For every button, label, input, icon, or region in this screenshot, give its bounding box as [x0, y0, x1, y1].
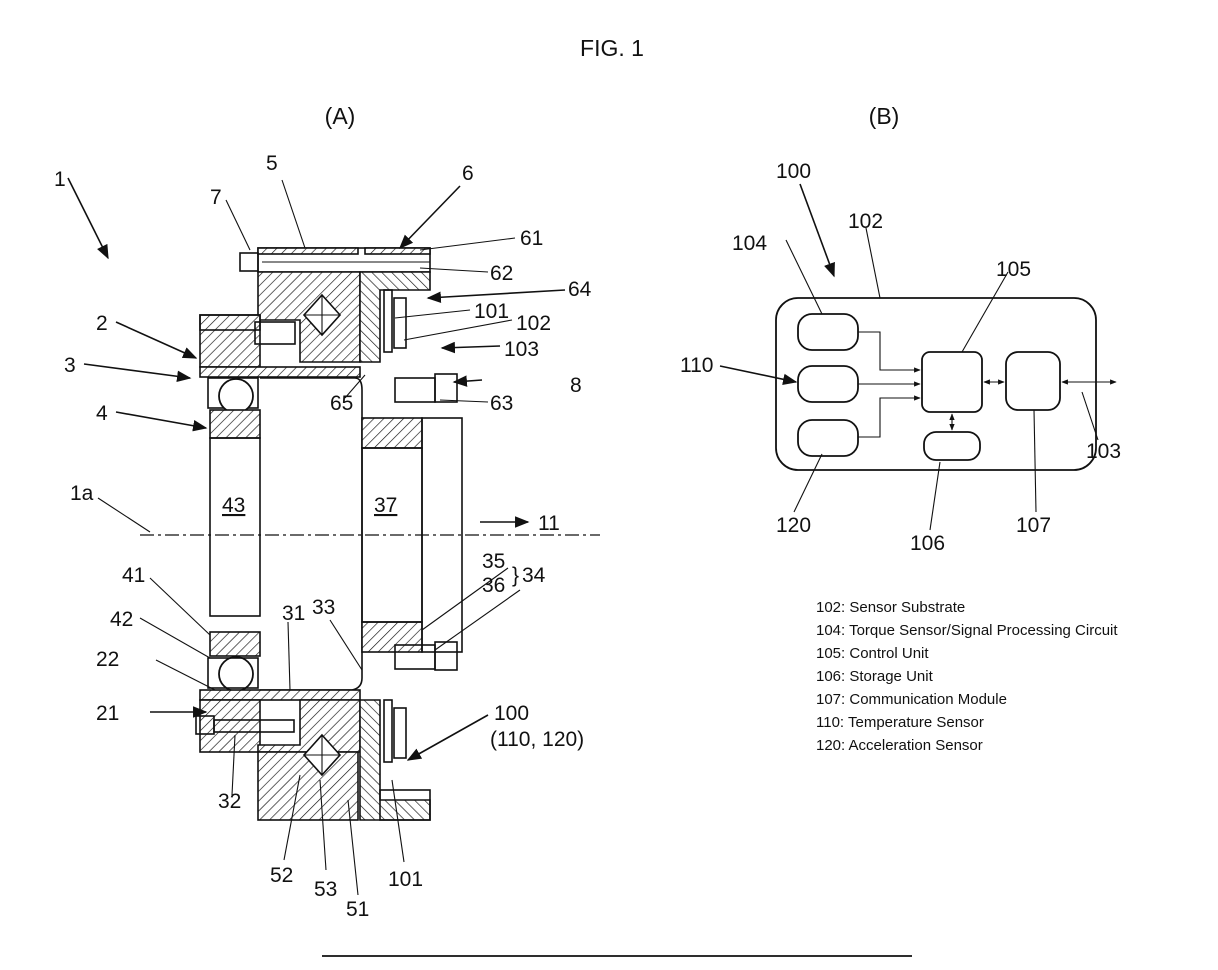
label-32: 32: [218, 790, 241, 813]
label-b-107: 107: [1016, 514, 1051, 537]
panel-a-label: (A): [325, 103, 356, 129]
label-b-102: 102: [848, 210, 883, 233]
legend-item: 105: Control Unit: [816, 645, 929, 662]
label-61: 61: [520, 227, 543, 250]
label-2: 2: [96, 312, 108, 335]
torque-sensor-block: [798, 314, 858, 350]
label-102: 102: [516, 312, 551, 335]
block-diagram: [776, 298, 1116, 470]
label-37: 37: [374, 494, 397, 517]
label-65: 65: [330, 392, 353, 415]
label-4: 4: [96, 402, 108, 425]
label-103: 103: [504, 338, 539, 361]
panel-b-label: (B): [869, 103, 900, 129]
label-1: 1: [54, 168, 66, 191]
label-62: 62: [490, 262, 513, 285]
label-1a: 1a: [70, 482, 94, 505]
storage-unit-block: [924, 432, 980, 460]
legend-item: 120: Acceleration Sensor: [816, 737, 983, 754]
label-101-top: 101: [474, 300, 509, 323]
label-33: 33: [312, 596, 335, 619]
label-b-110: 110: [680, 354, 713, 377]
legend-item: 107: Communication Module: [816, 691, 1007, 708]
label-22: 22: [96, 648, 119, 671]
label-b-106: 106: [910, 532, 945, 555]
label-7: 7: [210, 186, 222, 209]
label-5: 5: [266, 152, 278, 175]
temperature-sensor-block: [798, 366, 858, 402]
label-51: 51: [346, 898, 369, 921]
legend-item: 104: Torque Sensor/Signal Processing Cir…: [816, 622, 1118, 639]
label-52: 52: [270, 864, 293, 887]
label-64: 64: [568, 278, 592, 301]
label-100-sub: (110, 120): [490, 728, 584, 751]
legend-item: 110: Temperature Sensor: [816, 714, 984, 731]
label-6: 6: [462, 162, 474, 185]
label-8: 8: [570, 374, 582, 397]
legend: 102: Sensor Substrate 104: Torque Sensor…: [816, 599, 1118, 754]
label-35: 35: [482, 550, 505, 573]
label-b-105: 105: [996, 258, 1031, 281]
label-36: 36: [482, 574, 505, 597]
label-41: 41: [122, 564, 145, 587]
label-11: 11: [538, 512, 560, 535]
label-b-120: 120: [776, 514, 811, 537]
label-42: 42: [110, 608, 133, 631]
legend-item: 102: Sensor Substrate: [816, 599, 965, 616]
figure-title: FIG. 1: [580, 35, 644, 61]
communication-module-block: [1006, 352, 1060, 410]
acceleration-sensor-block: [798, 420, 858, 456]
label-100-a: 100: [494, 702, 529, 725]
legend-item: 106: Storage Unit: [816, 668, 934, 685]
label-31: 31: [282, 602, 305, 625]
label-53: 53: [314, 878, 337, 901]
label-34: 34: [522, 564, 546, 587]
label-3: 3: [64, 354, 76, 377]
label-b-100: 100: [776, 160, 811, 183]
label-43: 43: [222, 494, 245, 517]
brace-34: }: [512, 564, 519, 587]
label-21: 21: [96, 702, 119, 725]
label-b-104: 104: [732, 232, 767, 255]
label-63: 63: [490, 392, 513, 415]
label-101-bottom: 101: [388, 868, 423, 891]
control-unit-block: [922, 352, 982, 412]
label-b-103: 103: [1086, 440, 1121, 463]
